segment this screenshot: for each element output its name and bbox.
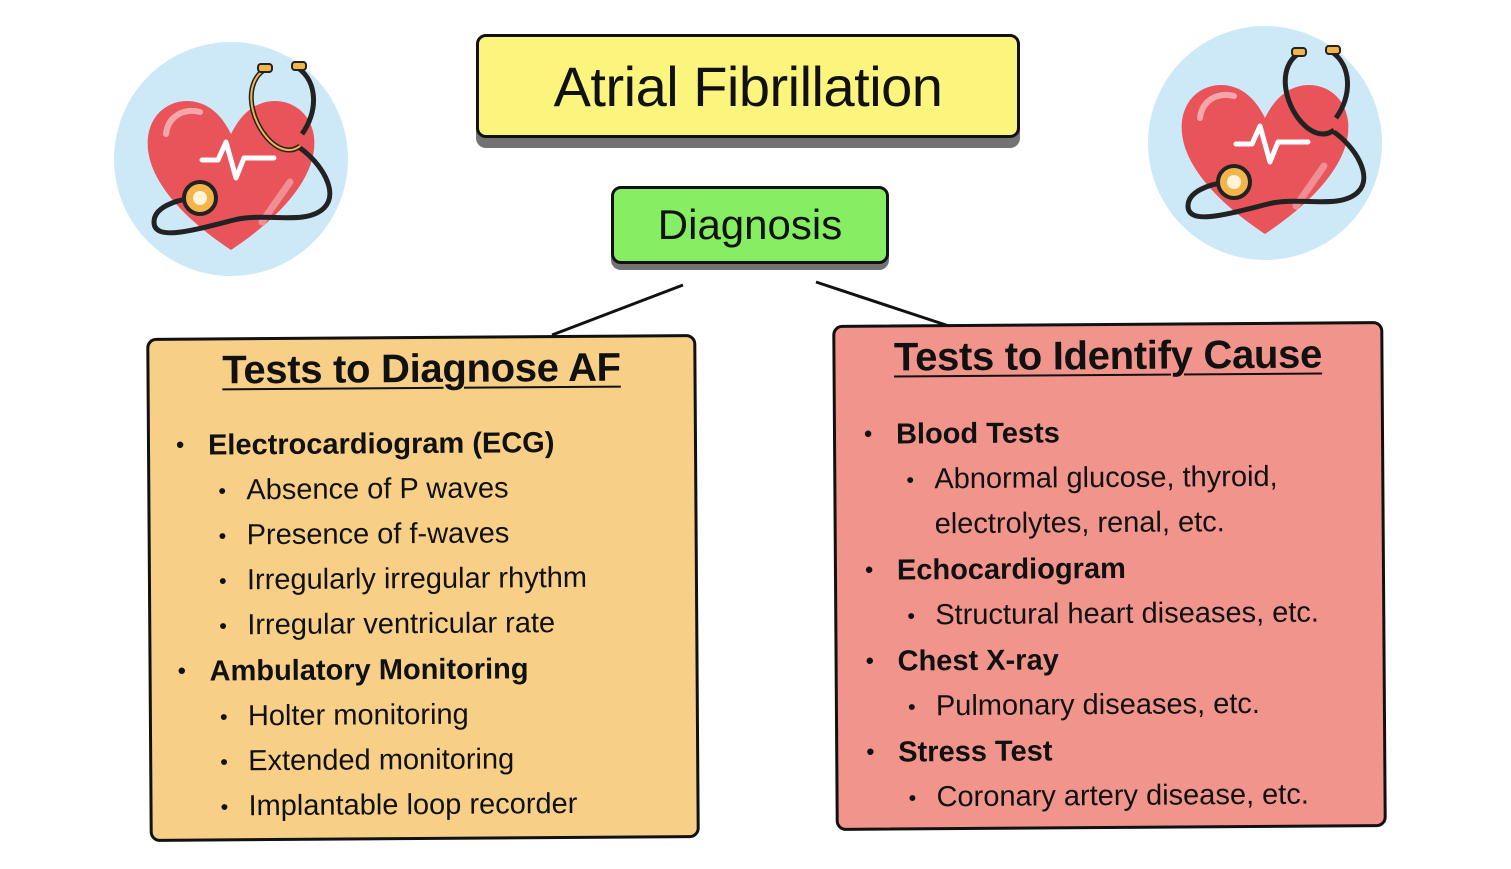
diagnosis-node: Diagnosis [611,186,889,264]
sub-list: Pulmonary diseases, etc. [898,681,1336,729]
list-item: Implantable loop recorder [220,782,588,830]
panel-identify-cause: Tests to Identify Cause Blood Tests Abno… [832,321,1387,831]
list-item: Presence of f-waves [218,511,586,559]
sub-list: Abnormal glucose, thyroid, electrolytes,… [896,454,1335,547]
list-item: Echocardiogram Structural heart diseases… [865,544,1336,638]
list-item: Irregular ventricular rate [219,601,587,649]
list-item: Irregularly irregular rhythm [219,556,587,604]
sub-list: Structural heart diseases, etc. [897,590,1335,638]
heart-stethoscope-icon-right [1148,26,1382,260]
sub-list: Coronary artery disease, etc. [898,772,1336,820]
list-item: Absence of P waves [218,466,586,514]
group-label: Chest X-ray [897,644,1059,678]
page-title: Atrial Fibrillation [476,34,1020,138]
panel-heading: Tests to Identify Cause [893,332,1323,380]
connector-right [815,280,953,329]
list-item: Chest X-ray Pulmonary diseases, etc. [865,635,1336,729]
test-list: Electrocardiogram (ECG) Absence of P wav… [176,420,589,830]
group-label: Echocardiogram [896,552,1126,587]
list-item: Coronary artery disease, etc. [908,772,1336,820]
test-list: Blood Tests Abnormal glucose, thyroid, e… [864,408,1337,820]
panel-heading: Tests to Diagnose AF [222,345,621,393]
heart-stethoscope-icon [114,42,348,276]
group-label: Ambulatory Monitoring [209,653,529,688]
group-label: Blood Tests [895,417,1060,451]
list-item: Extended monitoring [220,737,588,785]
sub-list: Holter monitoring Extended monitoring Im… [210,692,589,830]
group-label: Stress Test [898,735,1053,769]
heart-stethoscope-icon [1148,26,1382,260]
list-item: Abnormal glucose, thyroid, electrolytes,… [906,454,1335,547]
list-item: Blood Tests Abnormal glucose, thyroid, e… [864,408,1335,547]
list-item: Holter monitoring [220,692,588,740]
list-item: Ambulatory Monitoring Holter monitoring … [177,646,588,830]
sub-list: Absence of P waves Presence of f-waves I… [208,466,587,649]
list-item: Electrocardiogram (ECG) Absence of P wav… [176,420,588,649]
panel-diagnose-af: Tests to Diagnose AF Electrocardiogram (… [146,334,700,842]
list-item: Structural heart diseases, etc. [907,590,1335,638]
heart-stethoscope-icon-left [114,42,348,276]
list-item: Stress Test Coronary artery disease, etc… [866,726,1337,820]
connector-left [551,283,684,337]
group-label: Electrocardiogram (ECG) [207,427,555,462]
list-item: Pulmonary diseases, etc. [908,681,1336,729]
